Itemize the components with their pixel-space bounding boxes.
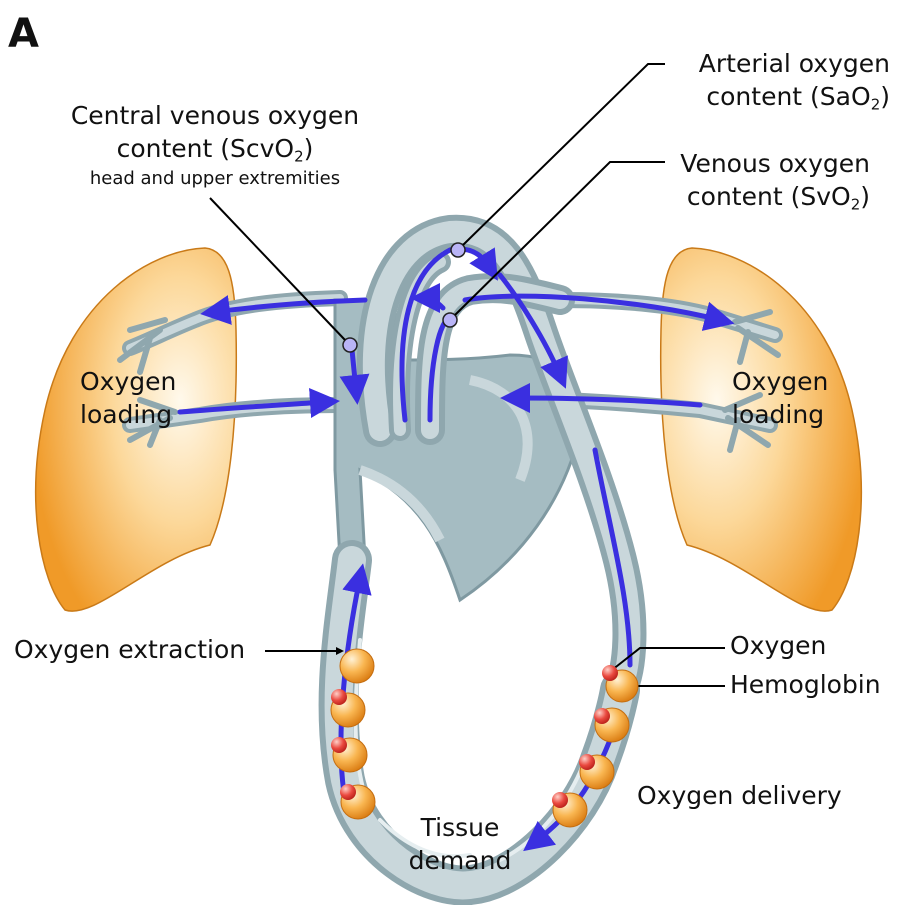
oxygen-loading-left-label: Oxygen loading <box>80 366 176 431</box>
tissue-demand-label: Tissue demand <box>405 812 515 877</box>
central-venous-line1: Central venous oxygen <box>30 100 400 133</box>
oxygen-extraction-label: Oxygen extraction <box>14 634 245 667</box>
arterial-line1: Arterial oxygen <box>670 48 890 81</box>
panel-letter: A <box>8 8 39 60</box>
venous-line2: content (SvO2) <box>670 181 870 215</box>
oxygen-delivery-label: Oxygen delivery <box>637 780 842 813</box>
venous-label: Venous oxygen content (SvO2) <box>670 148 870 215</box>
central-venous-line3: head and upper extremities <box>30 167 400 190</box>
oxygen-example <box>602 665 618 681</box>
central-venous-line2: content (ScvO2) <box>30 133 400 167</box>
svo2-point-marker <box>451 243 465 257</box>
central-venous-label: Central venous oxygen content (ScvO2) he… <box>30 100 400 190</box>
scvo2-point-marker <box>343 338 357 352</box>
arterial-line2: content (SaO2) <box>670 81 890 115</box>
sao2-point-marker <box>443 313 457 327</box>
oxygen-legend-label: Oxygen <box>730 630 826 663</box>
hemoglobin-legend-label: Hemoglobin <box>730 669 881 702</box>
oxygen-loading-right-label: Oxygen loading <box>732 366 828 431</box>
arterial-label: Arterial oxygen content (SaO2) <box>670 48 890 115</box>
venous-line1: Venous oxygen <box>670 148 870 181</box>
